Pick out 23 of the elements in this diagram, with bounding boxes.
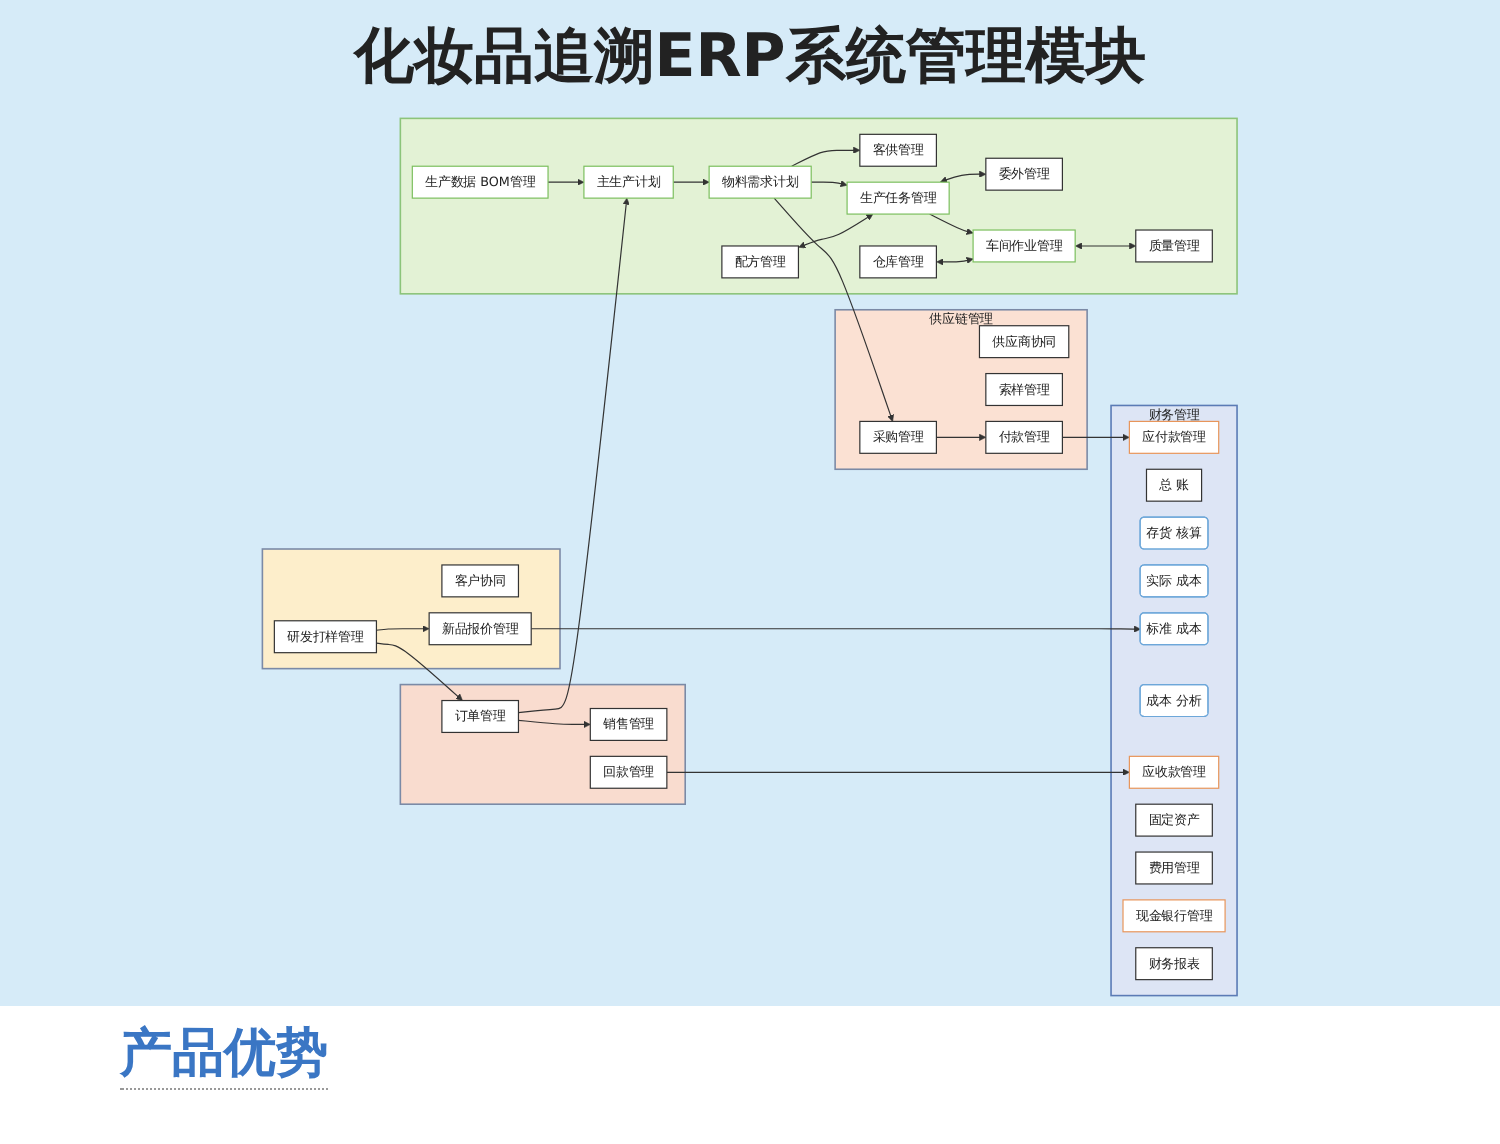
arrow: [376, 624, 430, 632]
arrow: [518, 718, 591, 727]
arrow: [810, 179, 848, 187]
arrow: [940, 169, 987, 183]
cluster: [399, 682, 687, 804]
arrow: [929, 212, 974, 234]
arrow: [936, 256, 974, 265]
arrow: [376, 641, 464, 700]
arrow: [1075, 241, 1137, 249]
arrow: [547, 177, 585, 185]
arrow: [798, 212, 874, 248]
arrow: [791, 145, 861, 166]
arrow: [530, 624, 1142, 632]
section-heading: 产品优势: [120, 1018, 328, 1090]
title: 化妆品追溯ERP系统管理模块: [351, 20, 1148, 96]
arrow: [936, 432, 987, 440]
cluster: [261, 547, 562, 669]
cluster: [399, 116, 1239, 294]
arrow: [672, 177, 710, 185]
arrow: [773, 196, 895, 421]
arrow: [1062, 432, 1130, 440]
arrow: [666, 767, 1130, 775]
arrow: [518, 196, 630, 713]
